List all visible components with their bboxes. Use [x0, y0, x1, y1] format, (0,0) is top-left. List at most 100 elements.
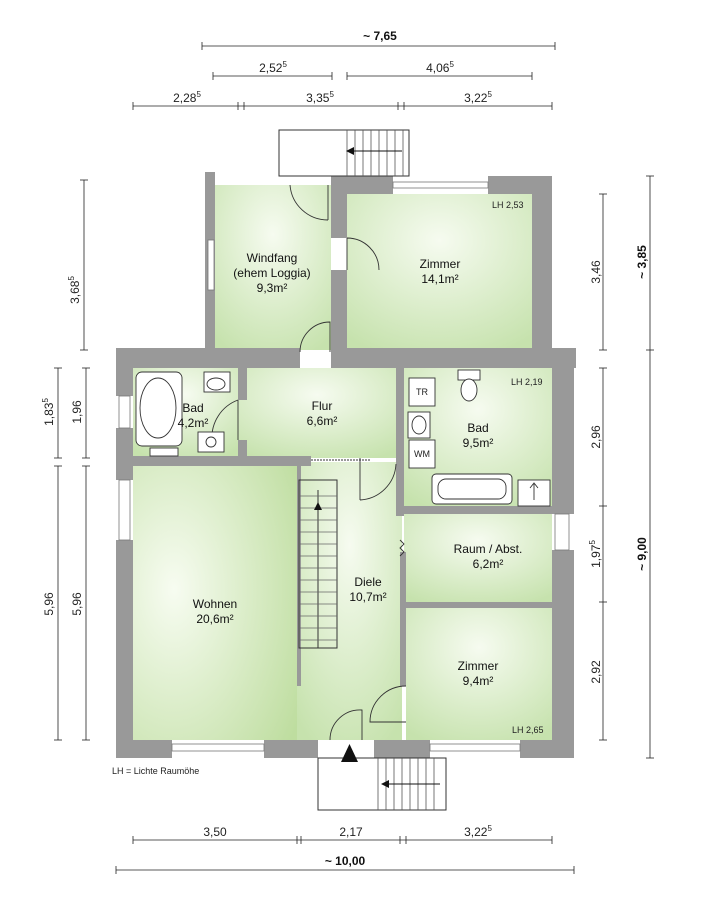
toilet-large — [460, 378, 478, 402]
bathtub-large-basin — [437, 478, 507, 500]
interior-stair-arrowhead-icon — [314, 502, 322, 510]
wall-zimmer-top-left-upper — [331, 176, 347, 238]
dim-top-mid-right: 4,065 — [426, 60, 454, 75]
bad-large-area: 9,5m² — [463, 436, 494, 450]
wall-west-lower — [116, 540, 133, 758]
windfang-area: 9,3m² — [257, 281, 288, 295]
dim-bottom-c-sup: 5 — [487, 824, 492, 833]
dim-top-c: 3,225 — [464, 90, 492, 105]
dim-top-b: 3,355 — [306, 90, 334, 105]
wall-zimmer-top-left-lower — [331, 270, 347, 352]
dim-top-b-base: 3,35 — [306, 91, 330, 105]
wall-mid-horizontal-left — [116, 456, 311, 466]
dim-left-b: 1,835 — [41, 398, 56, 426]
door-flur-diele — [359, 458, 397, 501]
dim-left-a: 3,685 — [67, 276, 82, 304]
bad-small-name: Bad — [182, 401, 203, 415]
windfang-floor — [215, 185, 331, 350]
door-entrance — [329, 709, 363, 741]
zimmer-top-lh: LH 2,53 — [492, 200, 524, 210]
dim-top-a: 2,285 — [173, 90, 201, 105]
bottom-stair-arrowhead-icon — [381, 780, 389, 788]
bottom-landing — [317, 757, 447, 811]
wall-north-left — [116, 348, 300, 368]
dim-right-c-base: 1,97 — [589, 544, 603, 568]
dim-right-c-sup: 5 — [588, 540, 597, 545]
flur-name: Flur — [312, 399, 333, 413]
diele-area: 10,7m² — [349, 590, 386, 604]
bottom-entrance — [317, 744, 447, 811]
flur-floor — [238, 368, 396, 458]
zimmer-bottom-floor — [406, 608, 552, 740]
fixtures — [135, 369, 551, 557]
dim-bottom-c: 3,225 — [464, 824, 492, 839]
dim-top-a-sup: 5 — [196, 90, 201, 99]
room-labels: Windfang (ehem Loggia) 9,3m² Zimmer 14,1… — [178, 200, 544, 735]
wall-south-right — [520, 740, 574, 758]
window-west-upper — [118, 395, 131, 429]
sink-large-basin — [411, 415, 427, 435]
window-east — [554, 513, 570, 551]
wall-east-upper — [552, 348, 574, 514]
dim-top-mid-left: 2,525 — [259, 60, 287, 75]
dim-left-b-base: 1,83 — [42, 402, 56, 426]
wall-bad-small-right-low — [238, 440, 247, 464]
wall-west-upper — [116, 348, 133, 396]
door-windfang-flur — [299, 321, 331, 353]
top-landing — [278, 129, 410, 177]
dim-top-a-base: 2,28 — [173, 91, 197, 105]
flur-area: 6,6m² — [307, 414, 338, 428]
toilet-large-tank — [457, 369, 481, 381]
dim-left-c: 1,96 — [70, 400, 84, 424]
wall-zimmer-top-right — [532, 176, 552, 351]
dim-top-mid-left-sup: 5 — [282, 60, 287, 69]
dim-bottom-c-base: 3,22 — [464, 825, 488, 839]
wall-west-mid — [116, 428, 133, 480]
entrance-arrow-icon — [341, 744, 358, 762]
tr-label: TR — [416, 387, 428, 397]
door-windfang-zimmer — [346, 237, 380, 271]
dim-left-b-sup: 5 — [41, 398, 50, 403]
dim-left-e: 5,96 — [70, 592, 84, 616]
tr-box — [408, 377, 436, 407]
wall-east-lower — [552, 550, 574, 758]
dim-left-a-base: 3,68 — [68, 280, 82, 304]
wohnen-name: Wohnen — [193, 597, 237, 611]
wall-north-mid — [331, 348, 576, 368]
wall-raum-bottom — [406, 602, 552, 608]
zimmer-top-area: 14,1m² — [421, 272, 458, 286]
wm-label: WM — [414, 449, 430, 459]
window-zimmer-top — [392, 181, 489, 189]
bad-large-lh: LH 2,19 — [511, 377, 543, 387]
interior-stair — [298, 479, 338, 649]
windows — [118, 181, 570, 752]
bad-small-area: 4,2m² — [178, 416, 209, 430]
window-south-left — [171, 743, 265, 752]
dim-bottom-total: ~ 10,00 — [325, 854, 366, 868]
windfang-sub: (ehem Loggia) — [233, 266, 310, 280]
zimmer-top-name: Zimmer — [420, 257, 461, 271]
wall-south-left — [116, 740, 172, 758]
zimmer-top-floor — [347, 194, 532, 349]
dim-right-total-small: ~ 3,85 — [635, 245, 649, 279]
wall-bad-large-left — [396, 368, 404, 516]
radiator-raum — [399, 539, 405, 557]
wohnen-floor — [133, 466, 297, 740]
dim-top-mid-right-base: 4,06 — [426, 61, 450, 75]
window-west-lower — [118, 479, 131, 541]
wall-south-mid-left — [264, 740, 318, 758]
wall-bad-small-right — [238, 368, 247, 400]
zimmer-bottom-name: Zimmer — [458, 659, 499, 673]
dim-right-b: 2,96 — [589, 425, 603, 449]
wall-bad-large-bottom — [396, 506, 552, 514]
windfang-name: Windfang — [247, 251, 298, 265]
dim-top-b-sup: 5 — [329, 90, 334, 99]
wall-windfang-top — [205, 172, 210, 180]
shower-stair-arrow-icon — [529, 482, 539, 500]
dim-right-a: 3,46 — [589, 260, 603, 284]
dimension-lines — [54, 42, 654, 874]
raum-floor — [404, 514, 552, 602]
walls — [116, 172, 576, 758]
dim-top-total: ~ 7,65 — [363, 29, 397, 43]
